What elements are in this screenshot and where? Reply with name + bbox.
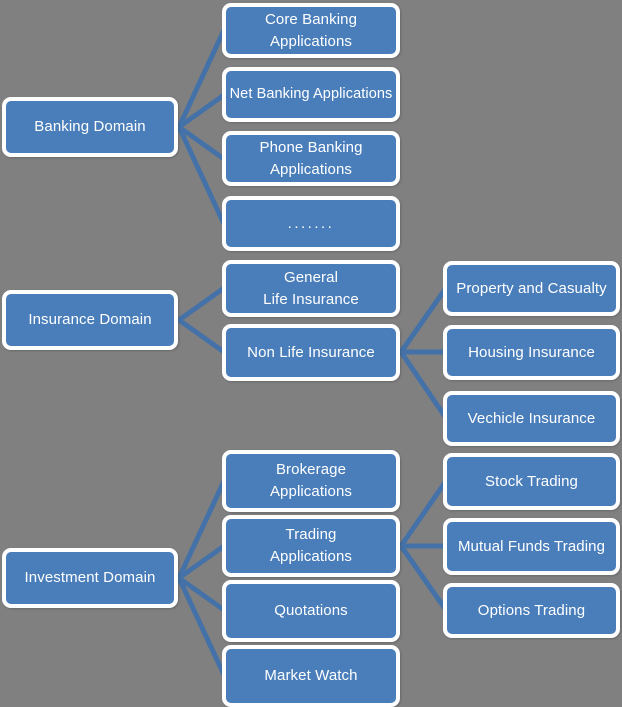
node-banking-more[interactable]: ....... [222, 196, 400, 251]
node-non-life-insurance[interactable]: Non Life Insurance [222, 324, 400, 381]
node-trading-applications[interactable]: Trading Applications [222, 515, 400, 577]
connector-banking-to-core-banking [176, 28, 227, 129]
node-label: Insurance Domain [28, 311, 152, 329]
node-insurance-domain[interactable]: Insurance Domain [2, 290, 178, 350]
node-label-line-2: Applications [269, 160, 353, 178]
node-brokerage-applications[interactable]: Brokerage Applications [222, 450, 400, 512]
node-phone-banking-applications[interactable]: Phone Banking Applications [222, 131, 400, 186]
node-label: Vechicle Insurance [467, 409, 596, 427]
node-label-line-2: Life Insurance [263, 290, 359, 308]
node-label: Property and Casualty [456, 279, 607, 297]
node-market-watch[interactable]: Market Watch [222, 645, 400, 707]
node-label-line-2: Applications [269, 483, 353, 500]
connector-banking-to-banking-more [176, 125, 227, 226]
node-banking-domain[interactable]: Banking Domain [2, 97, 178, 157]
node-label: Market Watch [264, 667, 358, 685]
node-stock-trading[interactable]: Stock Trading [443, 453, 620, 510]
connector-trading-to-stock [398, 479, 449, 548]
node-housing-insurance[interactable]: Housing Insurance [443, 325, 620, 380]
connector-banking-to-net-banking [177, 92, 226, 130]
node-general-life-insurance[interactable]: General Life Insurance [222, 260, 400, 317]
node-core-banking-applications[interactable]: Core Banking Applications [222, 3, 400, 58]
node-investment-domain[interactable]: Investment Domain [2, 548, 178, 608]
node-net-banking-applications[interactable]: Net Banking Applications [222, 67, 400, 122]
node-label: Net Banking Applications [229, 85, 393, 102]
node-mutual-funds-trading[interactable]: Mutual Funds Trading [443, 518, 620, 575]
node-label-line-1: Core Banking [264, 10, 358, 28]
node-options-trading[interactable]: Options Trading [443, 583, 620, 638]
node-label-line-1: General [283, 268, 339, 286]
node-property-and-casualty[interactable]: Property and Casualty [443, 261, 620, 316]
node-label: Quotations [274, 602, 348, 620]
node-label: Stock Trading [484, 472, 578, 490]
connector-investment-to-trading [177, 543, 226, 581]
node-label-line-1: Brokerage [275, 461, 347, 479]
connector-insurance-to-general-life [177, 285, 226, 323]
node-label: Mutual Funds Trading [457, 537, 606, 555]
node-label-line-2: Applications [269, 32, 353, 50]
node-label-line-2: Applications [269, 548, 353, 565]
node-quotations[interactable]: Quotations [222, 580, 400, 642]
connector-banking-to-phone-banking [177, 124, 226, 162]
connector-investment-to-brokerage [176, 479, 227, 580]
node-label: Investment Domain [24, 569, 156, 587]
node-label-line-1: Phone Banking [259, 138, 363, 156]
connector-investment-to-quotations [177, 575, 226, 613]
node-vechicle-insurance[interactable]: Vechicle Insurance [443, 391, 620, 446]
connector-trading-to-options [398, 544, 449, 612]
connector-investment-to-market-watch [176, 576, 227, 677]
node-label: Options Trading [477, 601, 586, 619]
node-label-line-1: Trading [285, 526, 337, 544]
node-label: Banking Domain [34, 118, 146, 136]
node-label: Housing Insurance [468, 343, 595, 361]
node-label: ....... [287, 214, 335, 232]
connector-insurance-to-non-life [177, 317, 226, 355]
node-label: Non Life Insurance [247, 343, 375, 361]
connector-nonlife-to-vechicle [398, 350, 449, 420]
connector-nonlife-to-property [398, 286, 449, 354]
